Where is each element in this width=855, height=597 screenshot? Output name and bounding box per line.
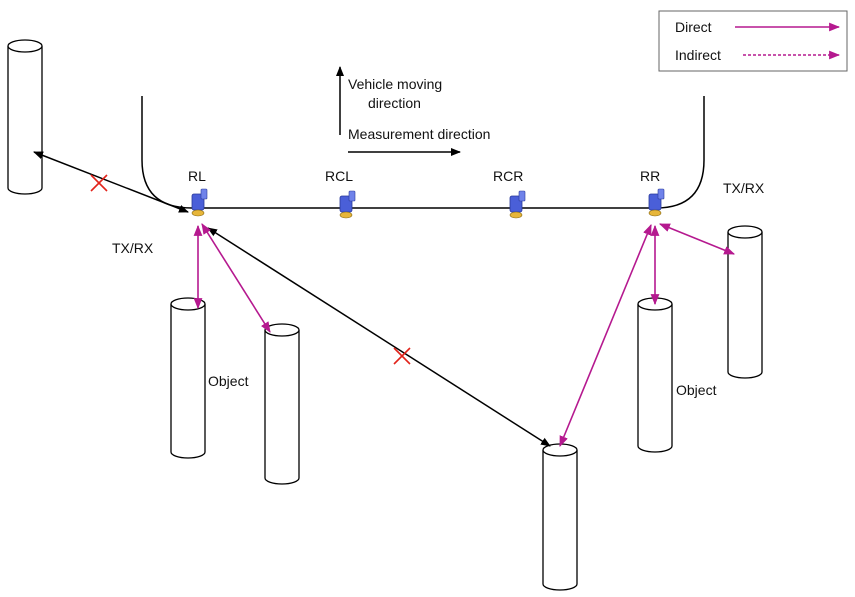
object-pole-left-front	[170, 297, 206, 459]
sensor-rr-icon	[648, 188, 665, 217]
sensor-rl-label: RL	[188, 168, 206, 184]
direct-path-rr-to-center-pole	[559, 223, 652, 448]
object-pole-right-front	[637, 297, 673, 453]
sensor-rcl-icon	[339, 190, 356, 219]
object-label-left: Object	[208, 373, 249, 389]
vehicle-moving-label-line2: direction	[368, 95, 421, 111]
vehicle-moving-label-line1: Vehicle moving	[348, 76, 442, 92]
measurement-direction-label: Measurement direction	[348, 126, 490, 142]
blocked-marker-center	[393, 347, 411, 365]
sensor-rcl-label: RCL	[325, 168, 353, 184]
legend-box	[658, 10, 848, 72]
blocked-path-rl-to-center-pole	[207, 227, 551, 447]
blocked-path-rl-to-top-left-pole	[33, 151, 189, 213]
pole-right-side	[727, 225, 763, 379]
txrx-label-left: TX/RX	[112, 240, 154, 256]
direct-path-rr-to-side-pole	[658, 223, 736, 255]
direct-path-rl-to-object-back	[201, 223, 271, 333]
object-label-right: Object	[676, 382, 717, 398]
sensor-rcr-icon	[509, 190, 526, 219]
pole-center-bottom	[542, 443, 578, 591]
object-pole-left-back	[264, 323, 300, 485]
pole-top-left	[7, 39, 43, 195]
txrx-label-right: TX/RX	[723, 180, 765, 196]
sensor-rcr-label: RCR	[493, 168, 523, 184]
blocked-marker-left	[90, 174, 108, 192]
sensor-rl-icon	[191, 188, 208, 217]
legend-indirect-label: Indirect	[675, 47, 721, 63]
sensor-rr-label: RR	[640, 168, 660, 184]
legend-direct-label: Direct	[675, 19, 712, 35]
